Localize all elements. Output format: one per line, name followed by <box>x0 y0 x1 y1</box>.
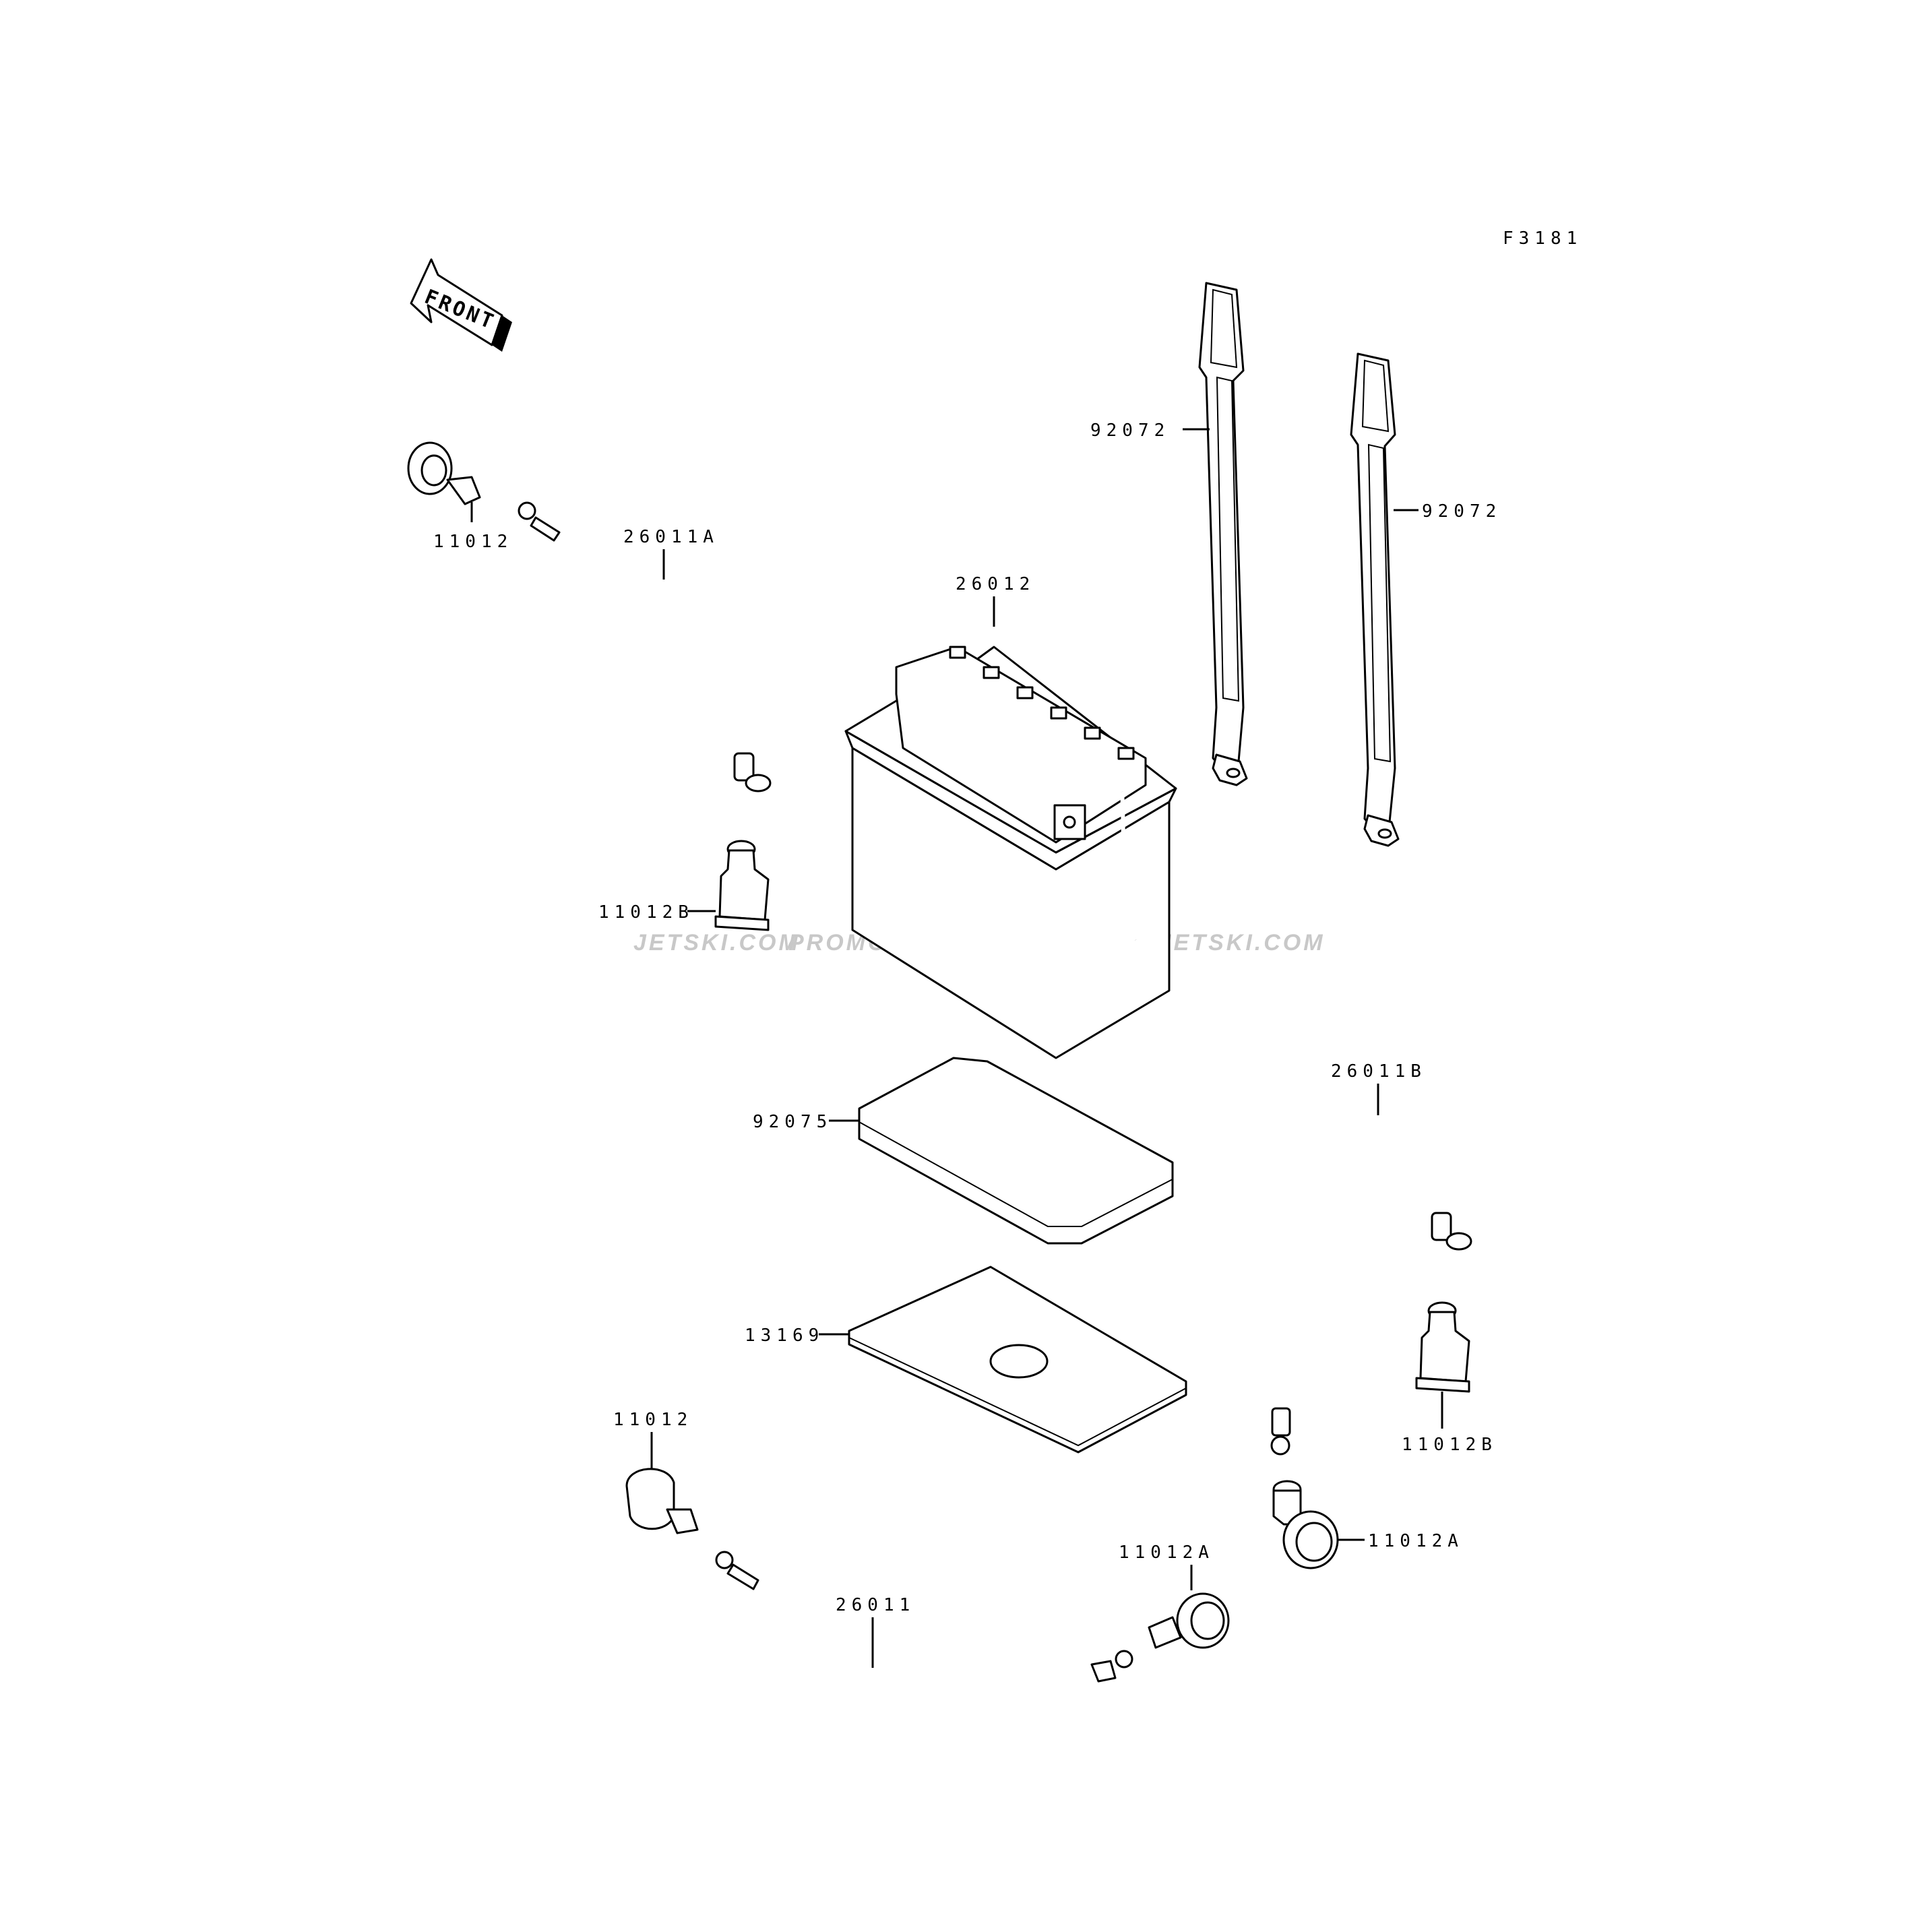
terminal-cap-bottom <box>1148 1565 1230 1649</box>
terminal-cap-right <box>1272 1480 1365 1569</box>
terminal-boot-left <box>687 840 770 931</box>
label-26011A: 26011A <box>623 527 719 547</box>
label-11012-bottom: 11012 <box>613 1410 693 1430</box>
battery-tray <box>819 1266 1187 1454</box>
battery-pad <box>829 1057 1174 1245</box>
label-11012A-bottom: 11012A <box>1119 1543 1214 1563</box>
strap-92072-first <box>1183 282 1248 786</box>
label-11012B-left: 11012B <box>598 902 694 923</box>
terminal-cap-bottom-left <box>625 1432 699 1534</box>
label-26012: 26012 <box>956 574 1035 594</box>
label-26011: 26011 <box>836 1595 915 1615</box>
label-92072-first: 92072 <box>1090 420 1170 441</box>
battery <box>844 596 1177 1059</box>
label-92072-second: 92072 <box>1422 501 1501 522</box>
label-11012-top: 11012 <box>433 532 513 552</box>
label-11012A-right: 11012A <box>1368 1531 1464 1551</box>
terminal-cap-top-left <box>407 441 481 522</box>
label-26011B: 26011B <box>1331 1061 1427 1082</box>
cable-26011B <box>1270 1084 1472 1456</box>
label-11012B-right: 11012B <box>1402 1435 1497 1455</box>
watermark-text-1: JETSKI.COM <box>633 930 801 956</box>
label-13169: 13169 <box>745 1326 824 1346</box>
cable-26011 <box>715 1551 1133 1712</box>
battery-vent-caps <box>949 646 1135 760</box>
front-arrow-icon: FRONT <box>410 258 512 352</box>
cable-26011A <box>518 501 772 792</box>
terminal-boot-right <box>1415 1301 1470 1429</box>
strap-92072-second <box>1350 352 1419 847</box>
label-92075: 92075 <box>753 1112 832 1132</box>
figure-code: F3181 <box>1503 228 1582 249</box>
